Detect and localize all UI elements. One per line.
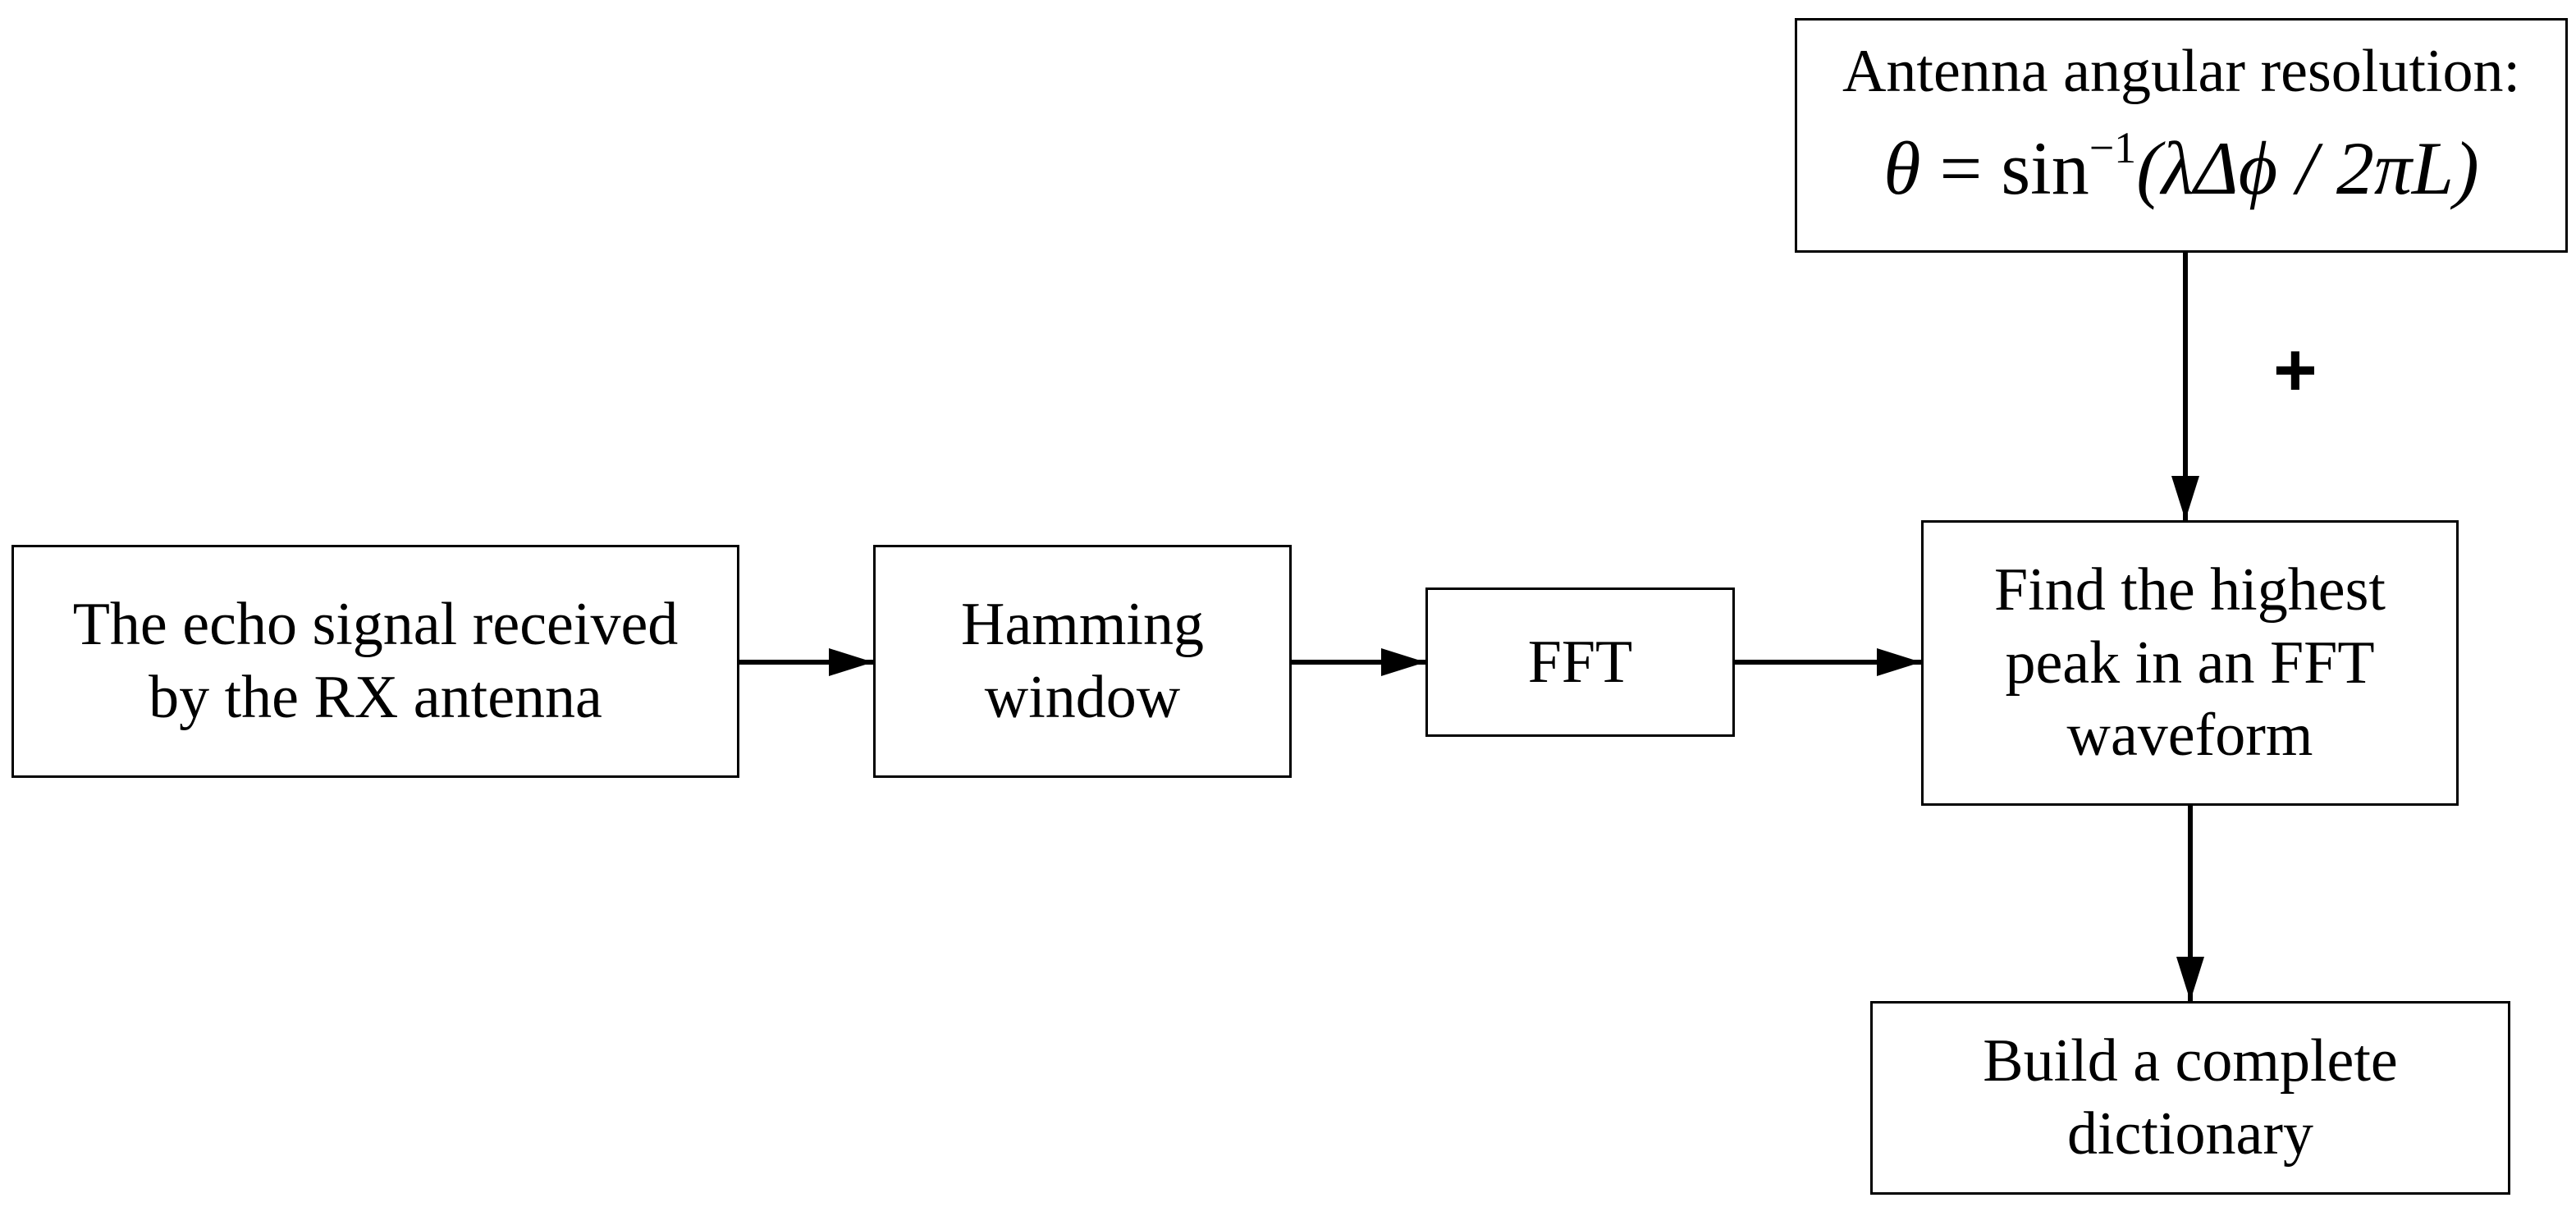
fft-text: FFT bbox=[1527, 628, 1633, 696]
formula-argument: (λΔϕ / 2πL) bbox=[2136, 126, 2479, 210]
arrowhead-hamming-to-fft bbox=[1381, 648, 1425, 676]
hamming-window-text-line-2: window bbox=[984, 664, 1181, 731]
plus-sign-label: + bbox=[2273, 328, 2317, 412]
hamming-window-text-line-1: Hamming bbox=[961, 591, 1204, 659]
arrowhead-fft-to-peak bbox=[1877, 648, 1921, 676]
formula-exponent: −1 bbox=[2089, 123, 2137, 172]
arrowhead-echo-to-hamming bbox=[829, 648, 873, 676]
angular-resolution-box: Antenna angular resolution: θ = sin−1(λΔ… bbox=[1795, 18, 2568, 253]
dictionary-text-line-2: dictionary bbox=[2066, 1100, 2313, 1168]
dictionary-text-line-1: Build a complete bbox=[1983, 1027, 2398, 1095]
angular-resolution-title: Antenna angular resolution: bbox=[1842, 38, 2521, 105]
find-peak-text-line-3: waveform bbox=[2066, 702, 2313, 770]
find-peak-text-line-1: Find the highest bbox=[1994, 555, 2386, 624]
formula-equals: = bbox=[1920, 126, 2002, 210]
echo-signal-text-line-1: The echo signal received bbox=[72, 591, 679, 659]
arrowhead-resolution-to-peak bbox=[2171, 476, 2199, 520]
echo-signal-text-line-2: by the RX antenna bbox=[149, 664, 602, 731]
echo-signal-box: The echo signal received by the RX anten… bbox=[11, 545, 739, 778]
angular-resolution-formula: θ = sin−1(λΔϕ / 2πL) bbox=[1883, 123, 2479, 213]
find-peak-box: Find the highest peak in an FFT waveform bbox=[1921, 520, 2459, 806]
arrowhead-peak-to-dictionary bbox=[2176, 957, 2204, 1001]
hamming-window-box: Hamming window bbox=[873, 545, 1292, 778]
formula-sin: sin bbox=[2001, 126, 2089, 210]
build-dictionary-box: Build a complete dictionary bbox=[1870, 1001, 2510, 1195]
find-peak-text-line-2: peak in an FFT bbox=[2005, 629, 2375, 697]
fft-box: FFT bbox=[1425, 587, 1735, 737]
formula-theta: θ bbox=[1883, 126, 1921, 210]
